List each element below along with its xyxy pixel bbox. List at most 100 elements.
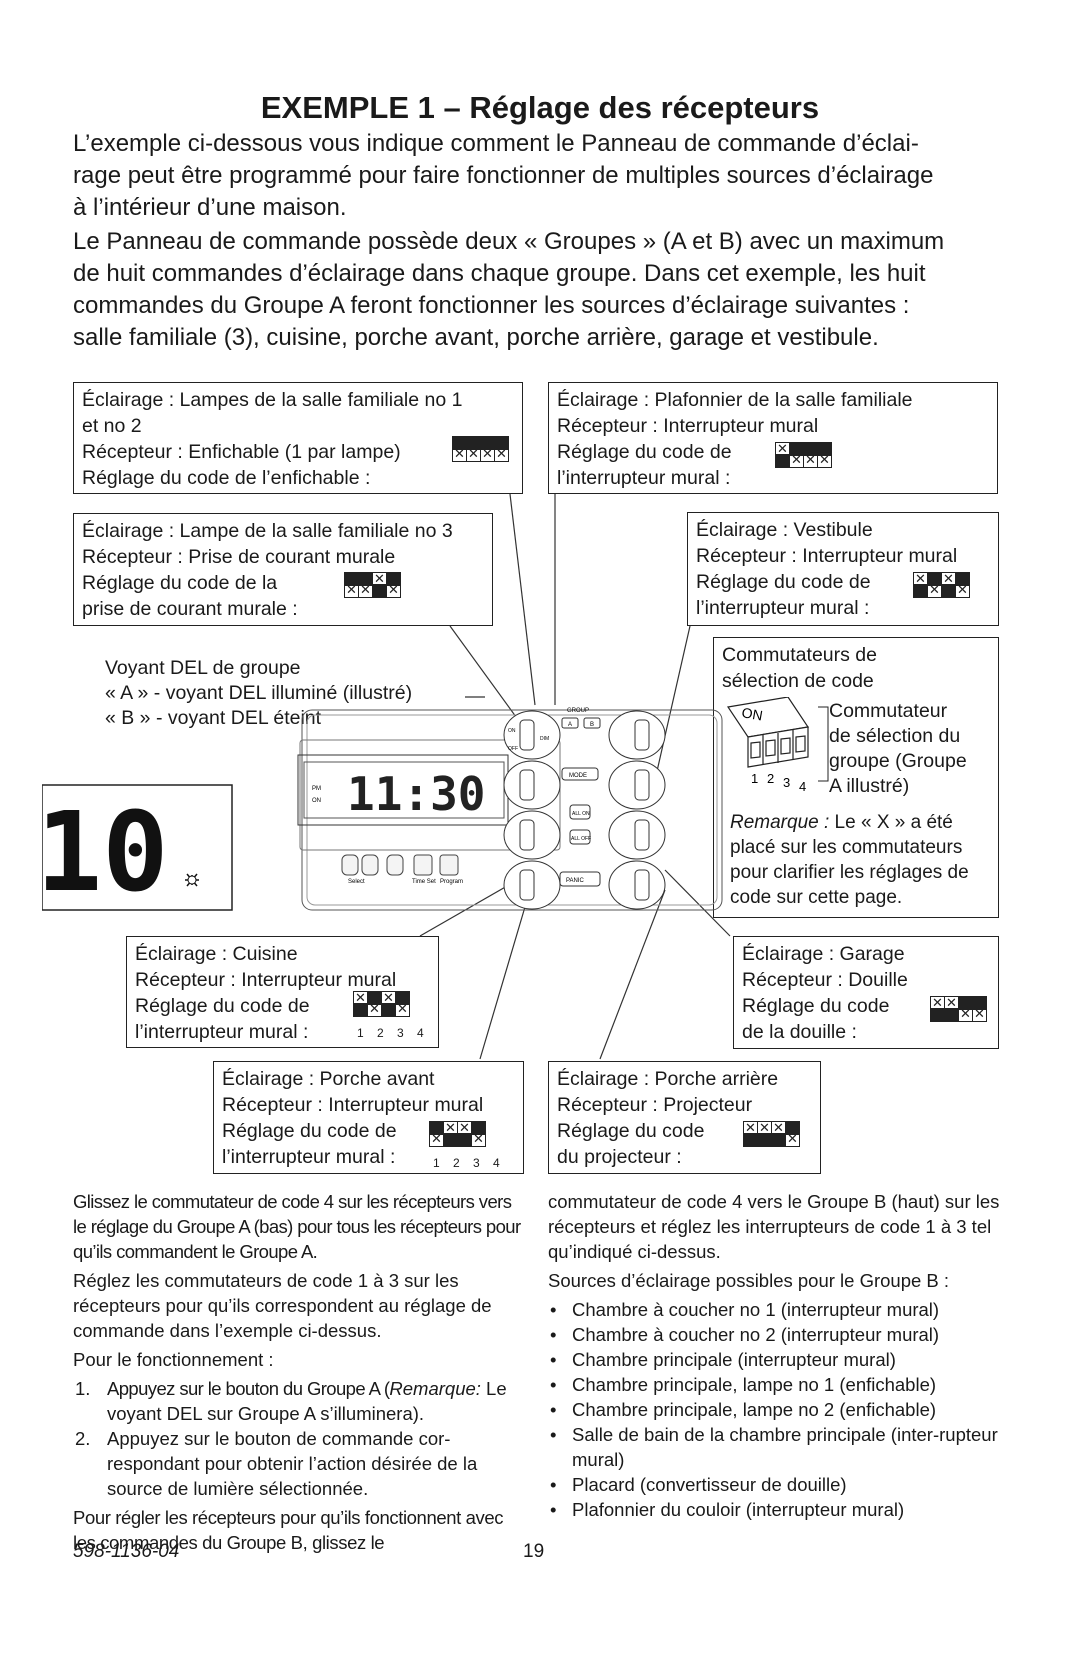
bullet: • bbox=[550, 1374, 557, 1395]
bullet: • bbox=[550, 1399, 557, 1420]
group-b-label: B bbox=[590, 722, 594, 728]
box-family-room-lamp-3: Éclairage : Lampe de la salle familiale … bbox=[73, 513, 493, 626]
box-line: l’interrupteur mural : bbox=[696, 597, 870, 619]
box-line: sélection de code bbox=[722, 670, 874, 692]
group-a-label: A bbox=[568, 722, 572, 728]
list-item: •Chambre principale, lampe no 2 (enficha… bbox=[548, 1397, 1000, 1422]
box-line: Éclairage : Porche arrière bbox=[557, 1068, 779, 1090]
box-line: Récepteur : Projecteur bbox=[557, 1094, 753, 1116]
code-switch-setting: ✕ ✕ ✕ ✕ bbox=[775, 442, 832, 468]
paragraph: Pour le fonctionnement : bbox=[73, 1349, 274, 1370]
rocker-off-label: OFF bbox=[508, 746, 518, 752]
box-line: Récepteur : Interrupteur mural bbox=[222, 1094, 484, 1116]
box-line: du projecteur : bbox=[557, 1146, 682, 1168]
intro-line: Le Panneau de commande possède deux « Gr… bbox=[73, 228, 945, 255]
group-selector-label: Commutateur de sélection du groupe (Grou… bbox=[829, 699, 967, 799]
box-line: l’interrupteur mural : bbox=[557, 467, 731, 489]
bullet: • bbox=[550, 1299, 557, 1320]
remark-line: code sur cette page. bbox=[730, 887, 903, 908]
paragraph: Sources d’éclairage possibles pour le Gr… bbox=[548, 1270, 950, 1291]
page-title: EXEMPLE 1 – Réglage des récepteurs bbox=[260, 90, 820, 125]
list-item-text: Placard (convertisseur de douille) bbox=[572, 1474, 847, 1495]
switch-numbers: 1 2 3 4 bbox=[357, 1026, 429, 1040]
box-line: Éclairage : Plafonnier de la salle famil… bbox=[557, 389, 913, 411]
list-item: •Chambre à coucher no 2 (interrupteur mu… bbox=[548, 1322, 1000, 1347]
step-remark: Remarque: bbox=[389, 1378, 481, 1399]
zoomed-display-digits: 10 bbox=[42, 788, 168, 916]
pm-indicator: PM bbox=[312, 786, 321, 792]
box-line: Récepteur : Interrupteur mural bbox=[557, 415, 819, 437]
bullet: • bbox=[550, 1349, 557, 1370]
label-line: A illustré) bbox=[829, 775, 910, 797]
list-item: • Chambre à coucher no 1 (interrupteur mu… bbox=[548, 1297, 1000, 1322]
code-switch-setting: ✕ ✕ ✕ ✕ bbox=[353, 991, 410, 1017]
box-line: Réglage du code de bbox=[557, 441, 732, 463]
intro-line: commandes du Groupe A feront fonctionner… bbox=[73, 292, 910, 319]
intro-line: L’exemple ci-dessous vous indique commen… bbox=[73, 130, 919, 157]
remark-line: placé sur les commutateurs bbox=[730, 837, 963, 858]
box-line: Réglage du code de la bbox=[82, 572, 278, 594]
box-line: Réglage du code de bbox=[222, 1120, 397, 1142]
box-line: l’interrupteur mural : bbox=[222, 1146, 396, 1168]
rocker-dim-label: DIM bbox=[540, 736, 549, 742]
box-line: prise de courant murale : bbox=[82, 598, 298, 620]
select-label: Select bbox=[348, 879, 365, 885]
intro-line: salle familiale (3), cuisine, porche ava… bbox=[73, 324, 879, 351]
program-label: Program bbox=[440, 879, 463, 885]
box-code-selector-switches: Commutateurs de sélection de code bbox=[713, 637, 999, 918]
remark-line: Le « X » a été bbox=[829, 812, 953, 833]
intro-line: de huit commandes d’éclairage dans chaqu… bbox=[73, 260, 926, 287]
page-number: 19 bbox=[523, 1541, 545, 1562]
label-line: « A » - voyant DEL illuminé (illustré) bbox=[105, 682, 413, 704]
step-text: Appuyez sur le bouton de commande cor-re… bbox=[107, 1428, 478, 1499]
label-line: Commutateur bbox=[829, 700, 948, 722]
code-switch-setting: ✕ ✕ ✕ ✕ bbox=[452, 436, 509, 462]
paragraph: Pour régler les récepteurs pour qu’ils f… bbox=[73, 1507, 504, 1553]
on-label: ON bbox=[740, 704, 763, 723]
box-line: Réglage du code bbox=[742, 995, 890, 1017]
box-vestibule: Éclairage : Vestibule Récepteur : Interr… bbox=[687, 512, 999, 626]
lcd-display: 11:30 bbox=[347, 767, 485, 821]
list-item: •Placard (convertisseur de douille) bbox=[548, 1472, 1000, 1497]
box-rear-porch: Éclairage : Porche arrière Récepteur : P… bbox=[548, 1061, 821, 1174]
box-line: Éclairage : Porche avant bbox=[222, 1068, 435, 1090]
time-set-label: Time Set bbox=[412, 879, 436, 885]
box-line: Récepteur : Prise de courant murale bbox=[82, 546, 396, 568]
box-family-room-lamps: Éclairage : Lampes de la salle familiale… bbox=[73, 382, 523, 494]
label-line: Voyant DEL de groupe bbox=[105, 657, 301, 679]
control-panel-illustration: 10 11:30 PM ON Select Time Set Program G… bbox=[42, 708, 723, 916]
box-line: Récepteur : Enfichable (1 par lampe) bbox=[82, 441, 401, 463]
box-line: l’interrupteur mural : bbox=[135, 1021, 309, 1043]
list-item-text: Salle de bain de la chambre principale (… bbox=[572, 1424, 998, 1470]
intro-paragraph-2: Le Panneau de commande possède deux « Gr… bbox=[73, 226, 1003, 354]
box-line: Éclairage : Cuisine bbox=[135, 943, 298, 965]
paragraph: commutateur de code 4 vers le Groupe B (… bbox=[548, 1191, 1000, 1262]
intro-line: à l’intérieur d’une maison. bbox=[73, 194, 347, 221]
remark-note: Remarque : Le « X » a été placé sur les … bbox=[730, 810, 969, 910]
paragraph: Réglez les commutateurs de code 1 à 3 su… bbox=[73, 1270, 492, 1341]
box-line: Récepteur : Douille bbox=[742, 969, 908, 991]
dip-switch-illustration: ON 1 2 3 4 bbox=[726, 697, 829, 794]
intro-line: rage peut être programmé pour faire fonc… bbox=[73, 162, 934, 189]
list-item-text: Chambre principale (interrupteur mural) bbox=[572, 1349, 896, 1370]
bullet: • bbox=[550, 1424, 557, 1445]
label-line: de sélection du bbox=[829, 725, 961, 747]
box-line: Réglage du code bbox=[557, 1120, 705, 1142]
box-garage: Éclairage : Garage Récepteur : Douille R… bbox=[733, 936, 999, 1049]
dip-number: 4 bbox=[799, 779, 806, 794]
list-item-text: Chambre à coucher no 1 (interrupteur mur… bbox=[572, 1299, 940, 1320]
box-line: Éclairage : Lampe de la salle familiale … bbox=[82, 520, 453, 542]
all-off-label: ALL OFF bbox=[571, 836, 591, 842]
list-item-text: Chambre principale, lampe no 1 (enfichab… bbox=[572, 1374, 937, 1395]
box-front-porch: Éclairage : Porche avant Récepteur : Int… bbox=[213, 1061, 524, 1174]
list-item: • Chambre principale (interrupteur mural) bbox=[548, 1347, 1000, 1372]
list-item-text: Plafonnier du couloir (interrupteur mura… bbox=[572, 1499, 905, 1520]
step-2: 2.Appuyez sur le bouton de commande cor-… bbox=[73, 1426, 525, 1501]
rocker-on-label: ON bbox=[508, 728, 516, 734]
code-switch-setting: ✕ ✕ ✕ ✕ bbox=[344, 572, 401, 598]
dip-number: 1 bbox=[751, 771, 758, 786]
step-text: Le voyant DEL sur Groupe A s’illuminera)… bbox=[107, 1378, 507, 1424]
code-switch-setting: ✕ ✕ ✕ ✕ bbox=[930, 996, 987, 1022]
all-on-label: ALL ON bbox=[572, 811, 590, 817]
code-switch-setting: ✕ ✕ ✕ ✕ bbox=[913, 572, 970, 598]
